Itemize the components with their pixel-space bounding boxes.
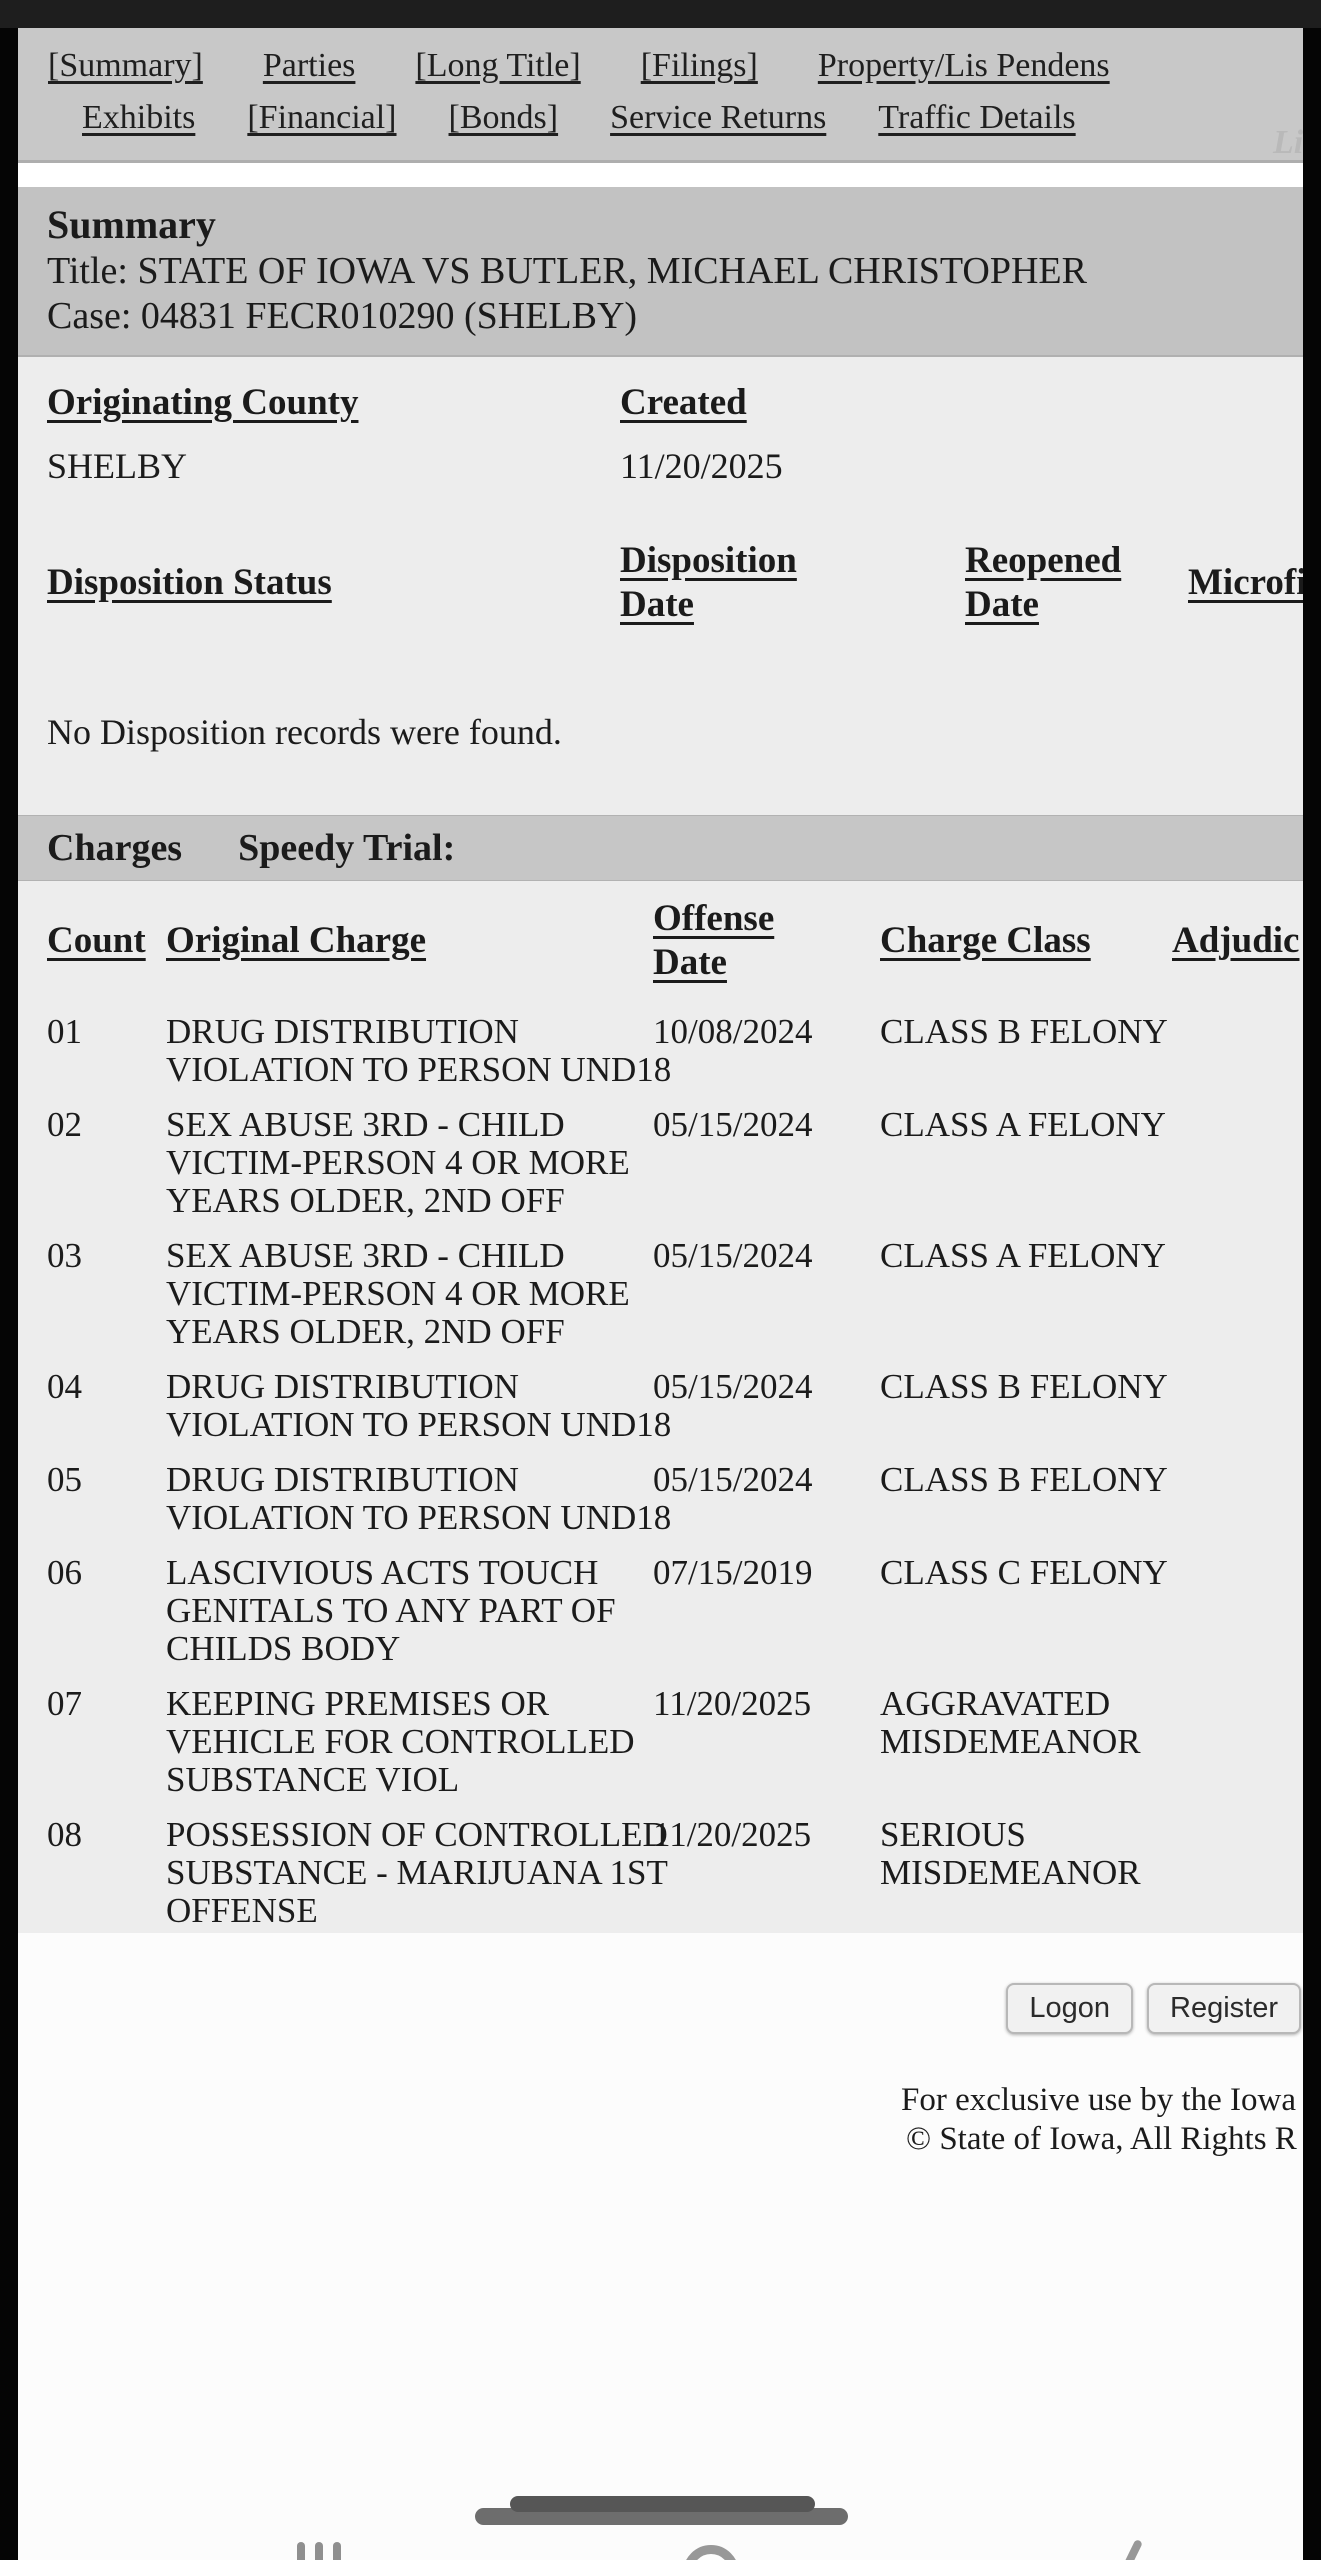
column-header-count: Count <box>47 920 146 961</box>
offense-date: 05/15/2024 <box>653 1105 813 1144</box>
charge-count: 05 <box>47 1460 82 1499</box>
column-header-original-charge: Original Charge <box>166 920 427 961</box>
nav-bars-icon <box>315 2542 323 2560</box>
charges-label: Charges <box>47 827 183 869</box>
offense-date: 11/20/2025 <box>653 1684 812 1723</box>
left-letterbox <box>0 28 18 2560</box>
column-header-disposition-status: Disposition Status <box>47 562 332 603</box>
charge-count: 04 <box>47 1367 82 1406</box>
offense-date: 11/20/2025 <box>653 1815 812 1854</box>
originating-county-value: SHELBY <box>47 446 188 486</box>
nav-row-1: [Summary] Parties [Long Title] [Filings] Pro… <box>18 40 1303 92</box>
nav-link-service-returns[interactable]: Service Returns <box>610 99 827 136</box>
auth-buttons: Logon Register <box>1006 1983 1301 2034</box>
charge-class: CLASS B FELONY <box>880 1460 1168 1499</box>
case-info-table: Originating County Created SHELBY 11/20/… <box>47 381 1303 487</box>
footer-notice: For exclusive use by the Iowa © State of… <box>901 2081 1297 2159</box>
page-footer-area: Logon Register For exclusive use by the … <box>18 1933 1303 2560</box>
charge-count: 03 <box>47 1236 82 1275</box>
offense-date: 05/15/2024 <box>653 1236 813 1275</box>
nav-row-2: Exhibits [Financial] [Bonds] Service Return… <box>18 92 1303 144</box>
home-indicator-shadow <box>475 2508 848 2525</box>
logon-button[interactable]: Logon <box>1006 1983 1133 2034</box>
column-header-adjudic: Adjudic <box>1172 920 1300 961</box>
speedy-trial-label: Speedy Trial: <box>238 827 456 869</box>
case-title: Title: STATE OF IOWA VS BUTLER, MICHAEL … <box>47 250 1087 292</box>
home-indicator[interactable] <box>510 2496 815 2512</box>
summary-heading: Summary <box>47 202 216 247</box>
footer-notice-line1: For exclusive use by the Iowa <box>901 2082 1296 2118</box>
nav-link-parties[interactable]: Parties <box>262 47 356 84</box>
disposition-empty-message: No Disposition records were found. <box>47 712 562 752</box>
nav-link-summary[interactable]: [Summary] <box>48 47 203 84</box>
column-header-charge-class: Charge Class <box>880 920 1091 961</box>
offense-date: 05/15/2024 <box>653 1460 813 1499</box>
nav-link-property-lis-pendens[interactable]: Property/Lis Pendens <box>817 47 1110 84</box>
nav-link-exhibits[interactable]: Exhibits <box>82 99 196 136</box>
case-details: Originating County Created SHELBY 11/20/… <box>18 357 1307 1933</box>
spacer <box>18 163 1303 187</box>
nav-link-bonds[interactable]: [Bonds] <box>448 99 559 136</box>
nav-link-financial[interactable]: [Financial] <box>247 99 397 136</box>
nav-bars-icon <box>333 2542 341 2560</box>
nav-bars-icon <box>297 2542 305 2560</box>
charge-class: CLASS A FELONY <box>880 1105 1166 1144</box>
case-number: Case: 04831 FECR010290 (SHELBY) <box>47 295 638 337</box>
right-letterbox <box>1303 28 1321 2560</box>
charge-class: CLASS C FELONY <box>880 1553 1168 1592</box>
column-header-microfi: Microfi <box>1188 562 1307 603</box>
status-bar <box>0 0 1321 28</box>
summary-header: Summary Title: STATE OF IOWA VS BUTLER, … <box>18 187 1303 357</box>
footer-copyright: © State of Iowa, All Rights R <box>906 2121 1297 2157</box>
nav-link-long-title[interactable]: [Long Title] <box>415 47 581 84</box>
charge-count: 06 <box>47 1553 82 1592</box>
case-tabs-nav: [Summary] Parties [Long Title] [Filings] Pro… <box>18 28 1303 163</box>
offense-date: 07/15/2019 <box>653 1553 813 1592</box>
offense-date: 10/08/2024 <box>653 1012 813 1051</box>
court-case-page: [Summary] Parties [Long Title] [Filings] Pro… <box>18 28 1307 2560</box>
charge-count: 01 <box>47 1012 82 1051</box>
created-value: 11/20/2025 <box>620 446 783 486</box>
charge-class: CLASS A FELONY <box>880 1236 1166 1275</box>
offense-date: 05/15/2024 <box>653 1367 813 1406</box>
created-header: Created <box>620 382 747 423</box>
charge-count: 08 <box>47 1815 82 1854</box>
charge-class: CLASS B FELONY <box>880 1012 1168 1051</box>
nav-link-filings[interactable]: [Filings] <box>640 47 758 84</box>
charges-section-bar: Charges Speedy Trial: <box>18 815 1303 881</box>
nav-link-traffic-details[interactable]: Traffic Details <box>878 99 1076 136</box>
register-button[interactable]: Register <box>1147 1983 1301 2034</box>
charge-class: CLASS B FELONY <box>880 1367 1168 1406</box>
nav-overflow-link[interactable]: Li <box>1273 124 1304 161</box>
charge-count: 02 <box>47 1105 82 1144</box>
charge-count: 07 <box>47 1684 82 1723</box>
originating-county-header: Originating County <box>47 382 359 423</box>
